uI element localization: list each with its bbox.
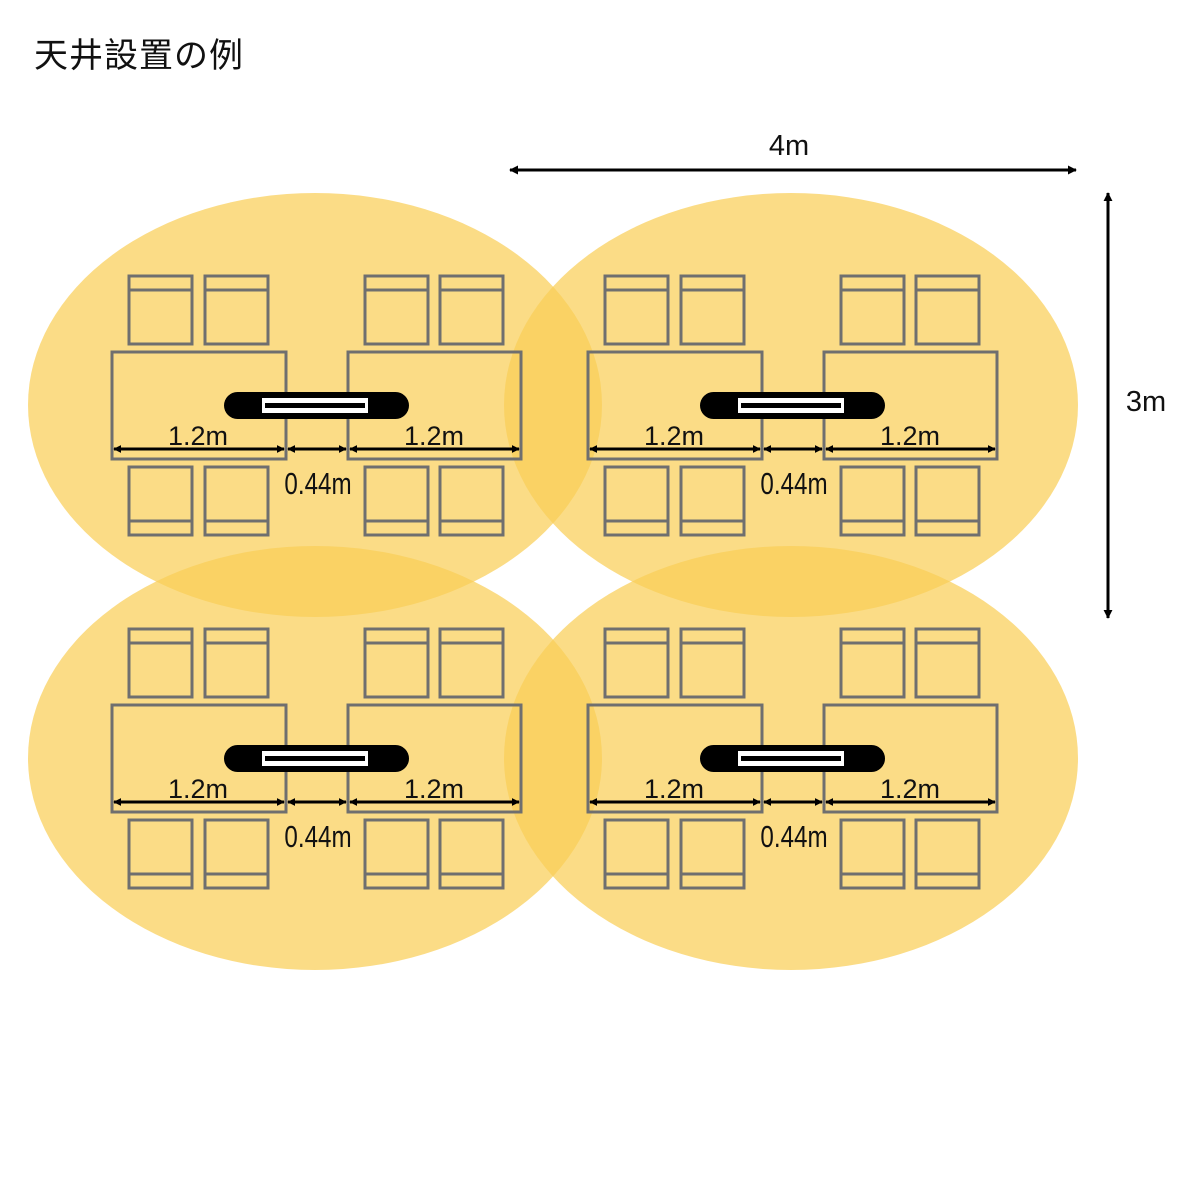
heater-icon — [700, 745, 885, 772]
chair-icon — [127, 627, 194, 699]
page-title: 天井設置の例 — [34, 36, 244, 76]
chair-seat — [679, 627, 746, 699]
table-width-label-left: 1.2m — [168, 774, 228, 804]
chair-seat — [363, 274, 430, 346]
chair-icon — [679, 627, 746, 699]
chair-seat — [914, 627, 981, 699]
chair-seat — [603, 465, 670, 537]
chair-icon — [914, 818, 981, 890]
installation-unit-3: 1.2m 1.2m 0.44m — [110, 627, 523, 890]
chair-seat — [839, 818, 906, 890]
installation-unit-2: 1.2m 1.2m 0.44m — [586, 274, 999, 537]
chair-seat — [914, 465, 981, 537]
table-width-label-right: 1.2m — [880, 421, 940, 451]
chair-icon — [839, 627, 906, 699]
table-width-label-right: 1.2m — [404, 774, 464, 804]
chair-icon — [363, 274, 430, 346]
chair-icon — [679, 818, 746, 890]
chair-icon — [363, 818, 430, 890]
chair-icon — [679, 465, 746, 537]
chair-seat — [203, 818, 270, 890]
chair-icon — [438, 818, 505, 890]
chair-seat — [914, 818, 981, 890]
overall-width-label: 4m — [769, 130, 809, 162]
chair-icon — [438, 465, 505, 537]
chair-seat — [603, 274, 670, 346]
installation-unit-4: 1.2m 1.2m 0.44m — [586, 627, 999, 890]
overall-width-dimension: 4m — [509, 130, 1077, 175]
chair-seat — [438, 465, 505, 537]
installation-unit-1: 1.2m 1.2m 0.44m — [110, 274, 523, 537]
chair-seat — [839, 465, 906, 537]
chair-seat — [127, 465, 194, 537]
chair-icon — [603, 274, 670, 346]
chair-icon — [839, 274, 906, 346]
chair-icon — [203, 465, 270, 537]
chair-seat — [839, 627, 906, 699]
chair-seat — [127, 818, 194, 890]
heater-icon — [224, 392, 409, 419]
chair-seat — [438, 818, 505, 890]
chair-icon — [363, 465, 430, 537]
chair-icon — [914, 465, 981, 537]
gap-label: 0.44m — [284, 466, 351, 501]
chair-icon — [127, 818, 194, 890]
chair-icon — [603, 627, 670, 699]
chair-seat — [203, 627, 270, 699]
chair-seat — [839, 274, 906, 346]
heater-icon — [700, 392, 885, 419]
chair-seat — [127, 274, 194, 346]
chair-seat — [363, 818, 430, 890]
chair-icon — [127, 274, 194, 346]
gap-label: 0.44m — [284, 819, 351, 854]
chair-seat — [438, 627, 505, 699]
chair-seat — [914, 274, 981, 346]
chair-icon — [203, 274, 270, 346]
chair-seat — [603, 627, 670, 699]
gap-label: 0.44m — [760, 466, 827, 501]
table-width-label-left: 1.2m — [644, 774, 704, 804]
chair-icon — [127, 465, 194, 537]
table-width-label-right: 1.2m — [880, 774, 940, 804]
chair-icon — [438, 627, 505, 699]
table-width-label-right: 1.2m — [404, 421, 464, 451]
table-width-label-left: 1.2m — [168, 421, 228, 451]
chair-seat — [438, 274, 505, 346]
chair-seat — [363, 465, 430, 537]
chair-icon — [438, 274, 505, 346]
chair-icon — [363, 627, 430, 699]
chair-seat — [127, 627, 194, 699]
heater-icon — [224, 745, 409, 772]
overall-height-dimension: 3m — [1103, 192, 1166, 619]
chair-icon — [839, 465, 906, 537]
overall-height-label: 3m — [1126, 386, 1166, 418]
chair-icon — [914, 627, 981, 699]
gap-label: 0.44m — [760, 819, 827, 854]
coverage-areas — [28, 193, 1078, 970]
chair-icon — [603, 818, 670, 890]
table-width-label-left: 1.2m — [644, 421, 704, 451]
chair-icon — [203, 818, 270, 890]
chair-icon — [839, 818, 906, 890]
chair-icon — [203, 627, 270, 699]
chair-seat — [203, 274, 270, 346]
chair-icon — [679, 274, 746, 346]
chair-seat — [679, 274, 746, 346]
chair-seat — [679, 818, 746, 890]
chair-icon — [914, 274, 981, 346]
chair-icon — [603, 465, 670, 537]
chair-seat — [203, 465, 270, 537]
chair-seat — [679, 465, 746, 537]
chair-seat — [363, 627, 430, 699]
chair-seat — [603, 818, 670, 890]
